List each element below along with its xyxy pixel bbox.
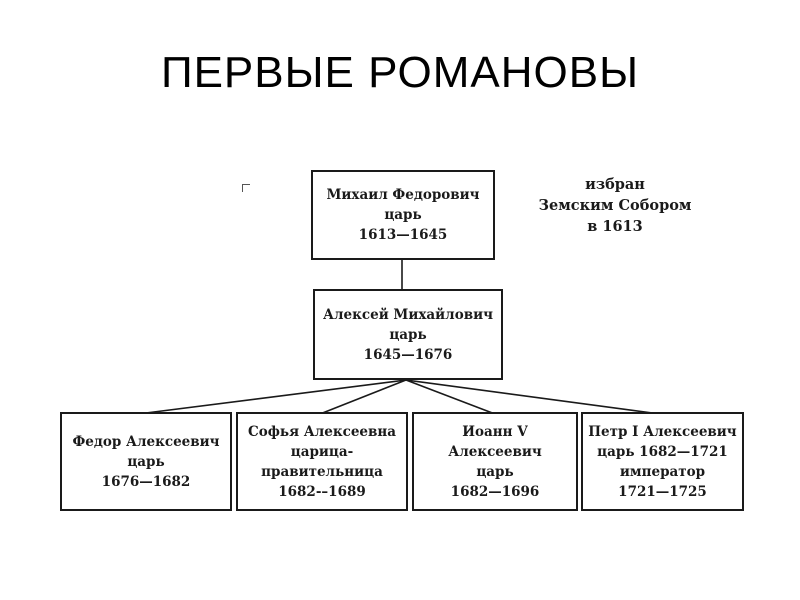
annotation-line: избран (585, 176, 645, 193)
node-sofya-alekseevna: Софья Алексеевна царица- правительница 1… (236, 412, 408, 511)
node-line: Иоанн V (462, 423, 528, 440)
connector-aleksei-fedor (137, 379, 407, 415)
node-line: император (619, 463, 706, 480)
node-line: царь (127, 453, 165, 470)
node-aleksei-mikhailovich: Алексей Михайлович царь 1645—1676 (313, 289, 503, 380)
annotation-line: Земским Собором (538, 197, 692, 214)
node-line: царь 1682—1721 (597, 443, 728, 460)
node-line: Алексей Михайлович (323, 306, 493, 323)
node-ioann-v: Иоанн V Алексеевич царь 1682—1696 (412, 412, 578, 511)
node-line: Михаил Федорович (326, 187, 480, 203)
node-line: Петр I Алексеевич (588, 423, 737, 440)
connector-aleksei-sofya (319, 379, 407, 415)
node-mikhail-fedorovich: Михаил Федорович царь 1613—1645 (311, 170, 495, 260)
election-annotation: избран Земским Собором в 1613 (525, 174, 705, 237)
node-line: 1682—1696 (450, 483, 540, 500)
node-fedor-alekseevich: Федор Алексеевич царь 1676—1682 (60, 412, 232, 511)
node-line: царь (476, 463, 514, 480)
node-line: царь (384, 207, 422, 223)
node-line: 1676—1682 (101, 473, 191, 490)
node-line: 1613—1645 (358, 227, 448, 243)
node-line: 1645—1676 (363, 346, 453, 363)
node-line: правительница (261, 463, 383, 480)
node-line: Федор Алексеевич (72, 433, 220, 450)
connector-aleksei-ioann (405, 379, 496, 415)
page-title: ПЕРВЫЕ РОМАНОВЫ (160, 48, 640, 97)
scan-corner-mark (242, 184, 250, 192)
connector-aleksei-petr (405, 379, 661, 415)
node-petr-i: Петр I Алексеевич царь 1682—1721 императ… (581, 412, 744, 511)
node-line: царь (389, 326, 427, 343)
node-line: Алексеевич (448, 443, 542, 460)
node-line: Софья Алексеевна (247, 423, 397, 440)
node-line: 1682-–1689 (278, 483, 366, 500)
node-line: царица- (290, 443, 354, 460)
annotation-line: в 1613 (587, 218, 643, 235)
node-line: 1721—1725 (618, 483, 707, 500)
